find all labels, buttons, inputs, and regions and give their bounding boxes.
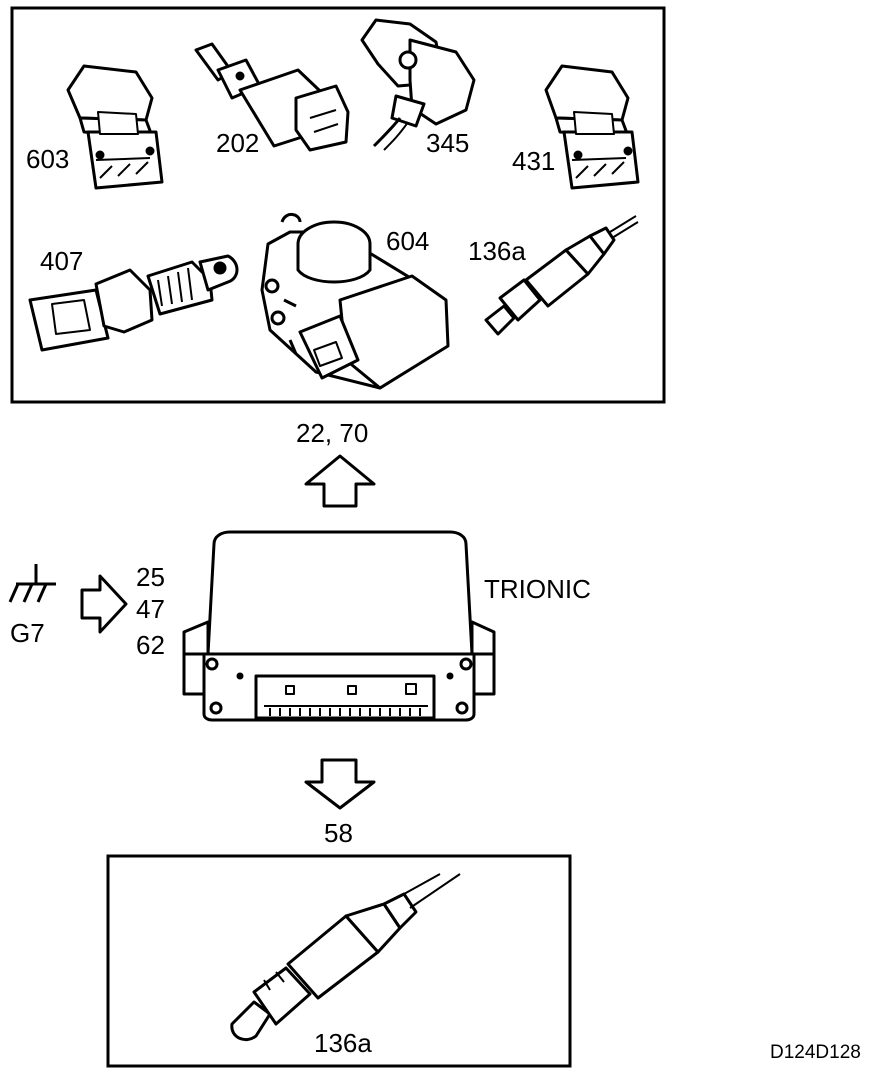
throttle-body-604-icon [260,213,450,390]
lambda-sensor-bottom-icon [230,873,461,1041]
figure-code: D124D128 [770,1042,861,1063]
sensor-431-icon [544,64,640,190]
label-345: 345 [426,128,469,158]
up-arrow-icon [304,454,376,508]
up-arrow-label: 22, 70 [296,418,368,448]
sensor-345-icon [360,18,476,151]
label-202: 202 [216,128,259,158]
input-number-2: 47 [136,594,165,624]
trionic-ecu-icon [182,530,496,722]
label-407: 407 [40,246,83,276]
sensor-603-icon [66,64,164,190]
ground-symbol-icon [8,564,56,603]
label-136a-bottom: 136a [314,1028,372,1058]
lambda-sensor-top-icon [484,215,639,336]
sensor-407-icon [28,254,239,352]
ecu-label: TRIONIC [484,574,591,604]
label-604: 604 [386,226,429,256]
label-136a-top: 136a [468,236,526,266]
label-431: 431 [512,146,555,176]
down-arrow-label: 58 [324,818,353,848]
input-arrow-icon [80,574,128,634]
down-arrow-icon [304,758,376,810]
sensor-202-icon [194,42,350,152]
input-number-1: 25 [136,562,165,592]
input-number-3: 62 [136,630,165,660]
label-603: 603 [26,144,69,174]
ground-label: G7 [10,618,45,648]
